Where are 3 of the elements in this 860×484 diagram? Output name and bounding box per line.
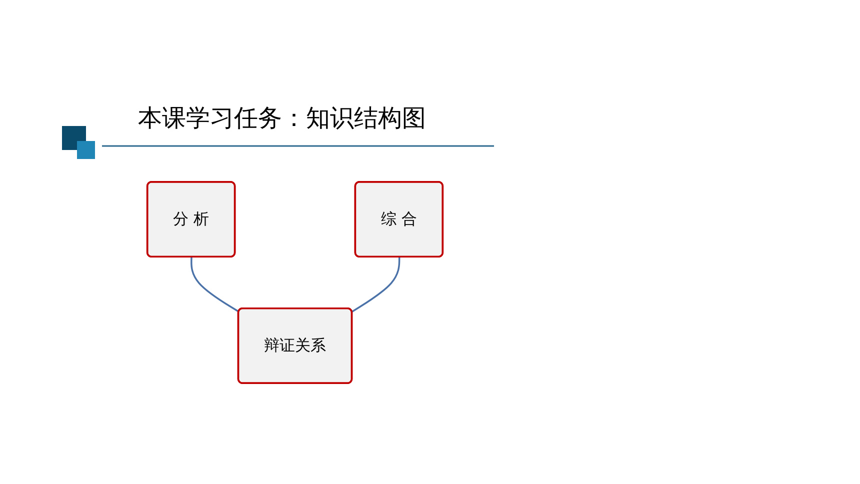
connector	[190, 257, 240, 312]
title: 本课学习任务：知识结构图	[138, 103, 426, 134]
connector	[352, 257, 400, 312]
